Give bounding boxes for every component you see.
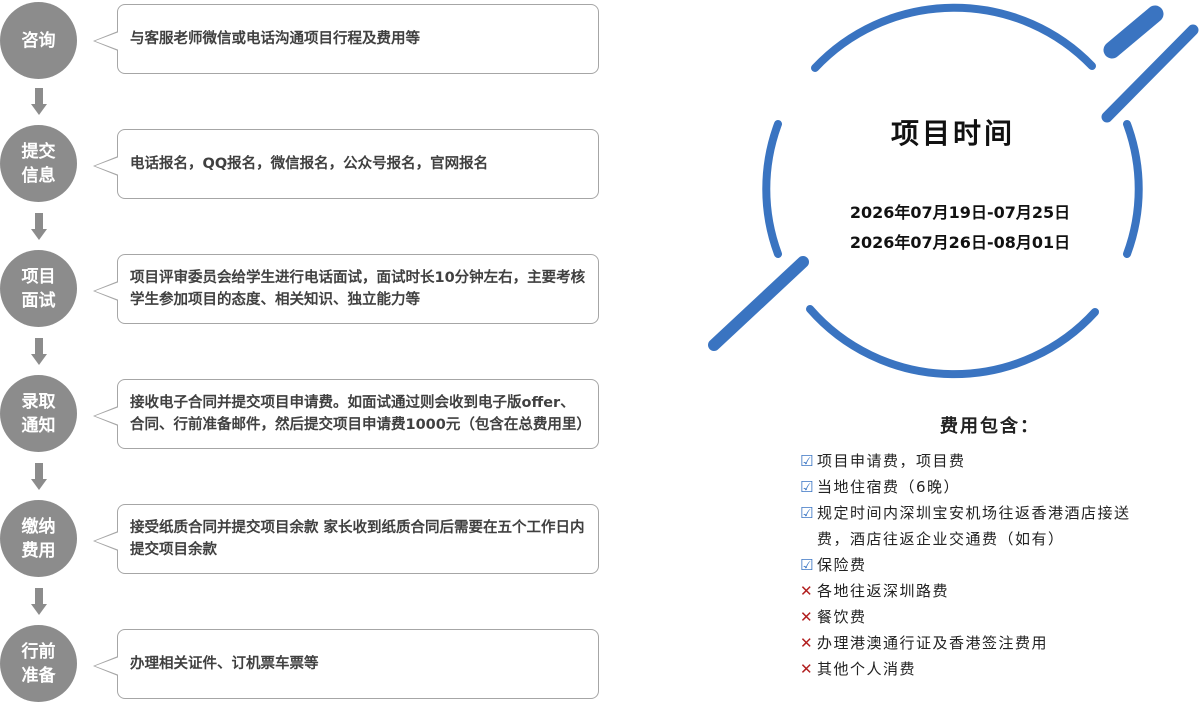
- step-circle-admission: 录取通知: [0, 375, 77, 452]
- fee-item-text: 餐饮费: [817, 608, 867, 626]
- check-icon: ☑: [800, 504, 815, 522]
- down-arrow-icon: [31, 588, 47, 618]
- fee-item-text: 费，酒店往返企业交通费（如有）: [817, 530, 1065, 548]
- schedule-date-2: 2026年07月26日-08月01日: [849, 233, 1071, 252]
- schedule-title: 项目时间: [890, 117, 1015, 150]
- fee-item: ✕餐饮费: [800, 604, 867, 630]
- step-circle-consult: 咨询: [0, 2, 77, 79]
- cross-icon: ✕: [800, 660, 815, 678]
- fee-item: ☑规定时间内深圳宝安机场往返香港酒店接送: [800, 500, 1131, 526]
- cross-icon: ✕: [800, 634, 815, 652]
- fee-item-text: 当地住宿费（6晚）: [817, 478, 961, 496]
- fees-title: 费用包含：: [940, 416, 1040, 437]
- fee-item: ☑保险费: [800, 552, 867, 578]
- check-icon: ☑: [800, 556, 815, 574]
- fee-item-text: 规定时间内深圳宝安机场往返香港酒店接送: [817, 504, 1131, 522]
- step-circle-interview: 项目面试: [0, 250, 77, 327]
- fee-item: ✕办理港澳通行证及香港签注费用: [800, 630, 1048, 656]
- down-arrow-icon: [31, 463, 47, 493]
- step-bubble-payment: 接受纸质合同并提交项目余款 家长收到纸质合同后需要在五个工作日内提交项目余款: [93, 504, 599, 574]
- down-arrow-icon: [31, 88, 47, 118]
- down-arrow-icon: [31, 213, 47, 243]
- step-circle-prepare: 行前准备: [0, 625, 77, 702]
- fee-item: ✕其他个人消费: [800, 656, 916, 682]
- schedule-date-1: 2026年07月19日-07月25日: [849, 203, 1071, 222]
- step-bubble-submit: 电话报名，QQ报名，微信报名，公众号报名，官网报名: [93, 129, 599, 199]
- step-circle-submit: 提交信息: [0, 125, 77, 202]
- fee-item-text: 其他个人消费: [817, 660, 917, 678]
- check-icon: ☑: [800, 478, 815, 496]
- step-circle-payment: 缴纳费用: [0, 500, 77, 577]
- step-bubble-interview: 项目评审委员会给学生进行电话面试，面试时长10分钟左右，主要考核学生参加项目的态…: [93, 254, 599, 324]
- cross-icon: ✕: [800, 608, 815, 626]
- fee-item-text: 办理港澳通行证及香港签注费用: [817, 634, 1049, 652]
- check-icon: ☑: [800, 452, 815, 470]
- fee-item-text: 各地往返深圳路费: [817, 582, 950, 600]
- fee-item-text: 保险费: [817, 556, 867, 574]
- fee-item: ☑当地住宿费（6晚）: [800, 474, 960, 500]
- fee-item: ✕各地往返深圳路费: [800, 578, 949, 604]
- down-arrow-icon: [31, 338, 47, 368]
- step-bubble-admission: 接收电子合同并提交项目申请费。如面试通过则会收到电子版offer、合同、行前准备…: [93, 379, 599, 449]
- fee-item-text: 项目申请费，项目费: [817, 452, 966, 470]
- cross-icon: ✕: [800, 582, 815, 600]
- fee-item: 费，酒店往返企业交通费（如有）: [800, 526, 1065, 552]
- step-bubble-consult: 与客服老师微信或电话沟通项目行程及费用等: [93, 4, 599, 74]
- fee-item: ☑项目申请费，项目费: [800, 448, 966, 474]
- step-bubble-prepare: 办理相关证件、订机票车票等: [93, 629, 599, 699]
